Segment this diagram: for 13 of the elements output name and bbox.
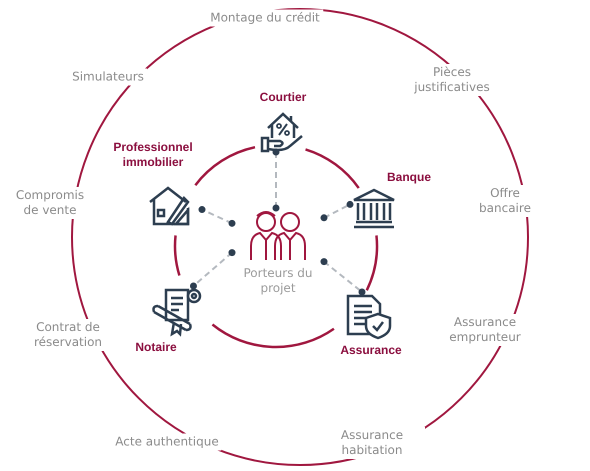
dashed-connector [320, 258, 366, 296]
actor-label: Courtier [258, 90, 308, 105]
actor-label: Notaire [134, 340, 178, 355]
center-label: Porteurs du projet [242, 266, 314, 296]
dashed-connector [198, 206, 236, 227]
actor-label: Assurance [339, 343, 403, 358]
dashed-connector [272, 148, 280, 212]
ring-label: Acte authentique [112, 434, 222, 450]
ring-label: Montage du crédit [207, 10, 323, 26]
dashed-connector [190, 249, 236, 290]
actor-label: Professionnel immobilier [112, 140, 194, 170]
dashed-connector [320, 200, 354, 222]
actor-label: Banque [386, 170, 432, 185]
